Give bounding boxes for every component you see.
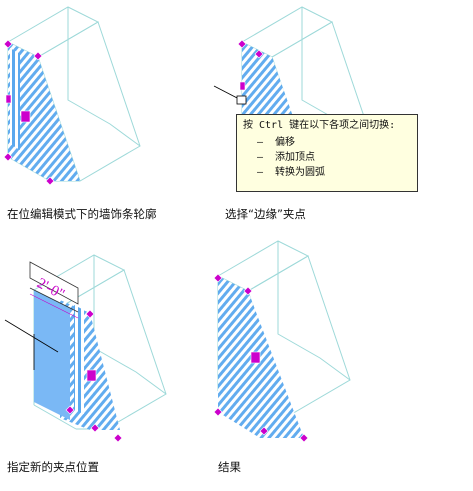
edit-grips[interactable] bbox=[237, 39, 264, 91]
bullet-dash: – bbox=[257, 167, 264, 178]
tooltip-option: –偏移 bbox=[257, 137, 295, 148]
grip-vertex bbox=[213, 273, 223, 283]
panel-4-caption: 结果 bbox=[218, 460, 241, 474]
grip-vertex bbox=[90, 423, 100, 433]
bullet-dash: – bbox=[257, 152, 264, 163]
sweep-profile-hatch bbox=[242, 42, 296, 125]
grip-vertex bbox=[33, 51, 43, 61]
edit-grips[interactable] bbox=[213, 273, 309, 443]
grip-vertex bbox=[299, 433, 309, 443]
grip-edge bbox=[250, 351, 261, 364]
edit-grips[interactable] bbox=[3, 39, 55, 186]
bullet-dash: – bbox=[257, 137, 264, 148]
grip-edge bbox=[86, 369, 97, 382]
grip-edge bbox=[20, 110, 31, 123]
panel-3-drawing: 2'-0" bbox=[4, 254, 167, 443]
grip-edge bbox=[5, 94, 12, 104]
grip-vertex bbox=[113, 433, 123, 443]
grip-vertex bbox=[65, 405, 75, 415]
panel-3-caption: 指定新的夹点位置 bbox=[7, 460, 99, 474]
grip-vertex bbox=[45, 176, 55, 186]
grip-vertex bbox=[213, 407, 223, 417]
sweep-profile-hatch bbox=[8, 42, 80, 181]
tooltip-options: –偏移 –添加顶点 –转换为圆弧 bbox=[243, 135, 411, 180]
sweep-profile-hatch bbox=[60, 300, 120, 430]
grip-vertex bbox=[237, 39, 247, 49]
grip-vertex bbox=[3, 152, 13, 162]
grip-vertex bbox=[85, 309, 95, 319]
sweep-profile-hatch bbox=[218, 276, 304, 438]
grip-vertex bbox=[259, 426, 269, 436]
cursor-pointer bbox=[4, 319, 59, 370]
grip-vertex bbox=[243, 286, 253, 296]
tooltip-header: 按 Ctrl 键在以下各项之间切换: bbox=[243, 120, 396, 131]
ctrl-toggle-tooltip: 按 Ctrl 键在以下各项之间切换: –偏移 –添加顶点 –转换为圆弧 bbox=[236, 114, 418, 192]
panel-1-caption: 在位编辑模式下的墙饰条轮廓 bbox=[7, 207, 157, 221]
grip-vertex bbox=[3, 39, 13, 49]
cursor-pointer bbox=[213, 85, 247, 105]
panel-1-drawing bbox=[3, 6, 141, 186]
panel-4-drawing bbox=[213, 240, 351, 443]
edit-grips[interactable] bbox=[65, 309, 123, 443]
grip-vertex bbox=[254, 49, 264, 59]
tooltip-option: –转换为圆弧 bbox=[257, 167, 325, 178]
tooltip-option: –添加顶点 bbox=[257, 152, 315, 163]
stretched-profile-region bbox=[34, 290, 70, 420]
panel-2-caption: 选择“边缘”夹点 bbox=[225, 207, 306, 221]
grip-edge bbox=[239, 81, 246, 91]
